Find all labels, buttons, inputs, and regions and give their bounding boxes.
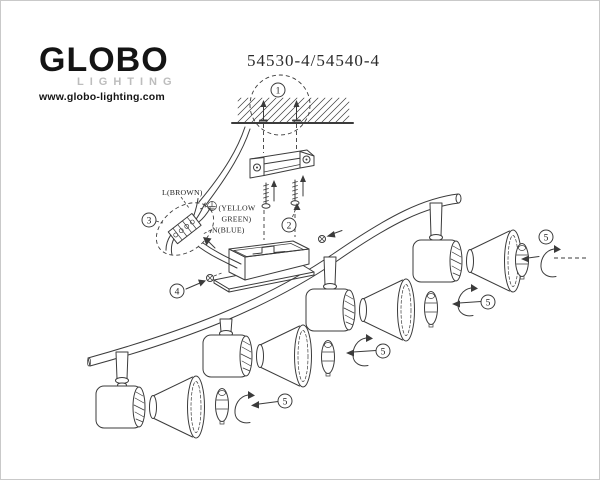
pointer-arrow	[251, 401, 279, 409]
svg-text:4: 4	[175, 288, 180, 298]
canopy-box	[228, 240, 310, 281]
mounting-bracket	[249, 149, 315, 179]
svg-text:5: 5	[486, 299, 491, 309]
cable-slot	[252, 245, 286, 255]
terminal-detail-ellipse	[155, 202, 215, 256]
svg-text:3: 3	[147, 217, 152, 227]
bulb-2	[321, 340, 335, 377]
mains-cable	[198, 126, 251, 207]
callout-step4: 4	[169, 279, 206, 299]
callout-step3: 3	[141, 212, 164, 228]
lamp-head-3	[305, 278, 415, 342]
fixture-wire	[198, 242, 242, 269]
callout-step5: 5	[538, 229, 554, 245]
callout-step5: 5	[277, 393, 293, 409]
brand-logo: GLOBO LIGHTING www.globo-lighting.com	[39, 43, 178, 103]
neutral-wire-label: N(BLUE)	[212, 226, 245, 235]
lamp-stem	[429, 202, 443, 245]
bracket-screw-right	[290, 179, 300, 206]
model-number: 54530-4/54540-4	[247, 51, 381, 70]
bar-end-cap	[455, 193, 462, 204]
lamp-stem	[323, 256, 337, 294]
svg-text:5: 5	[381, 348, 386, 358]
brand-tagline: LIGHTING	[77, 76, 178, 88]
twist-arrow-icon	[540, 244, 562, 278]
brand-name: GLOBO	[39, 41, 169, 79]
svg-text:5: 5	[283, 398, 288, 408]
earth-wire-label-line1: (YELLOW	[219, 204, 256, 213]
live-wire-label: L(BROWN)	[162, 188, 203, 197]
wall-anchor-left	[259, 100, 268, 122]
pointer-arrow	[346, 349, 377, 357]
lamp-head-4	[412, 229, 522, 293]
callout-step1: 1	[270, 82, 286, 98]
svg-text:2: 2	[287, 222, 292, 232]
callout-step5: 5	[480, 294, 496, 310]
twist-arrow-icon	[234, 390, 256, 424]
lamp-head-1	[95, 375, 205, 439]
earth-wire-label-line2: GREEN)	[222, 215, 252, 224]
ceiling-hatch	[237, 97, 350, 123]
canopy-screw-left	[206, 272, 224, 282]
detail-circle	[249, 74, 311, 136]
pointer-arrow	[521, 255, 540, 263]
svg-text:1: 1	[276, 87, 281, 97]
earth-icon	[207, 201, 217, 211]
terminal-block	[165, 198, 211, 255]
label-leader	[180, 196, 190, 209]
label-leader	[199, 205, 212, 235]
lamp-stem	[115, 351, 129, 388]
support-bar	[87, 193, 462, 367]
ceiling-cross-section	[231, 74, 354, 153]
pointer-arrow	[452, 300, 482, 308]
wall-anchor-right	[292, 100, 301, 122]
callout-step5: 5	[375, 343, 391, 359]
twist-arrow-icon	[457, 283, 479, 317]
brand-website: www.globo-lighting.com	[39, 91, 165, 103]
bulb-1	[215, 388, 229, 425]
alignment-leader	[263, 124, 297, 153]
bulb-3	[424, 291, 438, 328]
canopy-screw-right	[318, 230, 343, 243]
arrow-up-icon	[300, 175, 306, 197]
pointer-arrow	[203, 237, 216, 249]
bracket-screw-left	[261, 182, 271, 209]
svg-text:5: 5	[544, 234, 549, 244]
twist-arrow-icon	[352, 333, 374, 367]
callout-step2: 2	[281, 203, 301, 233]
arrow-up-icon	[271, 180, 277, 202]
